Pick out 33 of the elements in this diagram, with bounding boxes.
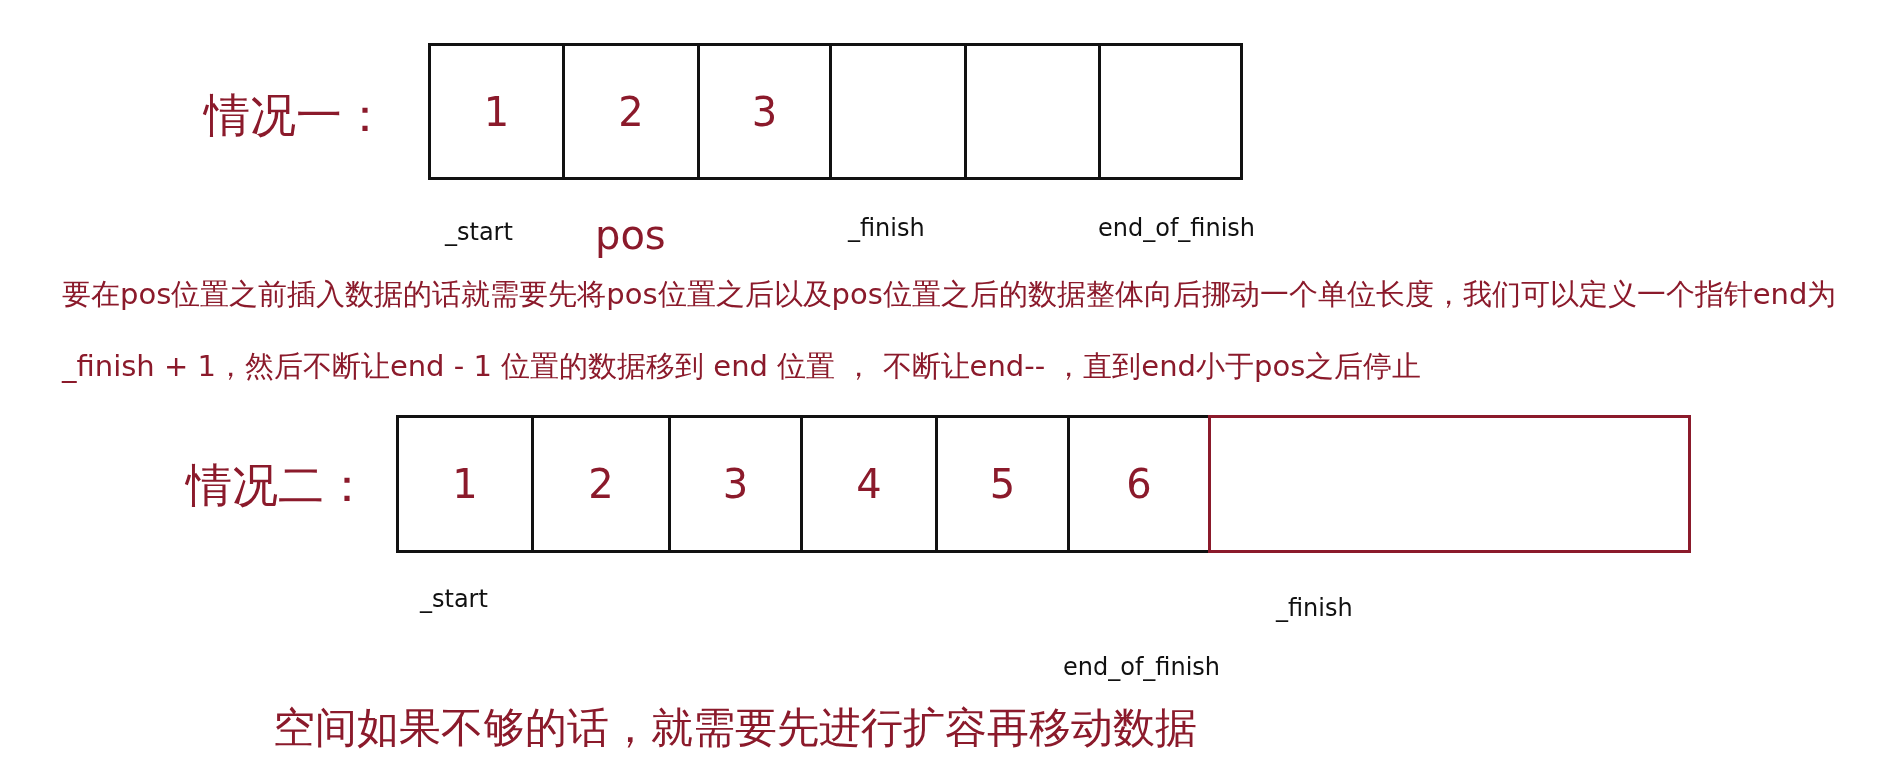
empty-array-cell <box>829 43 967 180</box>
case-heading: 情况二： <box>186 457 370 514</box>
explanation-text: 要在pos位置之前插入数据的话就需要先将pos位置之后以及pos位置之后的数据整体向后挪动一个单位长度，我们可以定义一个指针end为_finish + 1，然后不断让end - 1 位置的数据移到 end 位置 ， 不断让end-- ，直到end小于pos之后停止 <box>62 276 1838 385</box>
note-text: 空间如果不够的话，就需要先进行扩容再移动数据 <box>273 702 1197 754</box>
cell-value: 3 <box>722 461 749 507</box>
case-heading: 情况一： <box>204 87 388 144</box>
cell-value: 1 <box>452 461 478 507</box>
empty-array-cell <box>964 43 1101 180</box>
array-cell <box>697 43 832 180</box>
array-cell <box>396 415 534 553</box>
pointer-label: pos <box>595 212 666 258</box>
pointer-label: _finish <box>1276 594 1353 622</box>
array-cell <box>1067 415 1211 553</box>
cell-value: 6 <box>1126 461 1152 507</box>
pointer-label: end_of_finish <box>1063 653 1221 681</box>
pointer-label: end_of_finish <box>1098 214 1256 242</box>
cell-value: 2 <box>588 461 614 507</box>
array-cell <box>668 415 803 553</box>
pointer-label: _finish <box>848 214 925 242</box>
cell-value: 3 <box>751 88 778 135</box>
cell-value: 4 <box>856 461 882 507</box>
pointer-label: _start <box>420 585 488 613</box>
array-cell <box>531 415 671 553</box>
array-cell <box>562 43 700 180</box>
pointer-label: _start <box>445 218 513 246</box>
array-cell <box>800 415 938 553</box>
cell-value: 2 <box>618 88 644 135</box>
cell-value: 1 <box>483 88 510 135</box>
array-cell <box>428 43 565 180</box>
array-cell <box>935 415 1070 553</box>
cell-value: 5 <box>989 461 1016 507</box>
empty-array-cell <box>1098 43 1243 180</box>
empty-array-cell <box>1208 415 1691 553</box>
